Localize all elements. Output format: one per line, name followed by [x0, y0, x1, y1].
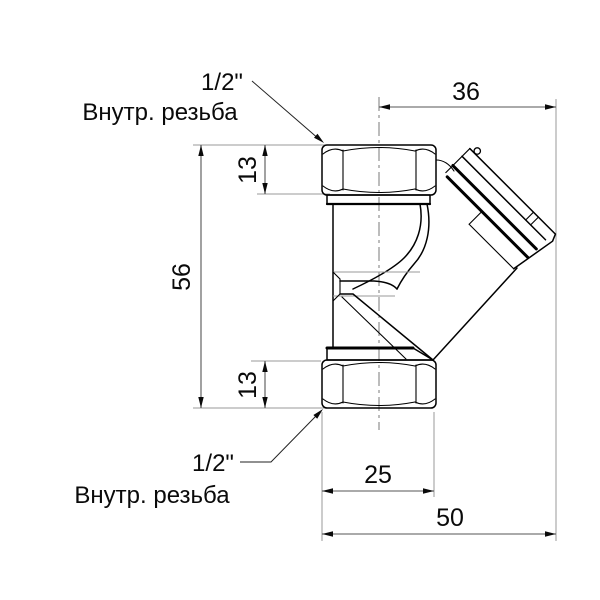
dimension-36: 36 — [379, 78, 556, 110]
dimension-25: 25 — [322, 461, 434, 494]
callout-top-thread: 1/2" Внутр. резьба — [82, 69, 324, 143]
body — [332, 159, 518, 361]
dim-36-text: 36 — [452, 78, 480, 106]
dimension-50: 50 — [322, 504, 556, 537]
top-collar — [325, 194, 432, 206]
cap-plug-detail — [473, 147, 482, 155]
dim-25-text: 25 — [364, 461, 392, 489]
callout-bottom-thread: 1/2" Внутр. резьба — [74, 409, 323, 509]
dimension-13-bottom: 13 — [234, 361, 268, 408]
bottom-collar — [325, 346, 434, 361]
dim-13-bottom-text: 13 — [234, 371, 262, 399]
strainer-branch — [445, 147, 557, 270]
dim-13-top-text: 13 — [234, 156, 262, 184]
bottom-size-label: 1/2" — [192, 450, 234, 477]
dimension-56: 56 — [168, 145, 204, 408]
dim-56-text: 56 — [168, 263, 196, 291]
bottom-hex-nut — [321, 359, 437, 409]
y-strainer-fitting — [321, 144, 557, 409]
dim-50-text: 50 — [436, 504, 464, 532]
dimension-13-top: 13 — [234, 145, 268, 194]
extension-lines — [193, 99, 557, 541]
bottom-thread-label: Внутр. резьба — [74, 482, 230, 509]
top-size-label: 1/2" — [201, 69, 243, 96]
top-thread-label: Внутр. резьба — [82, 99, 238, 126]
